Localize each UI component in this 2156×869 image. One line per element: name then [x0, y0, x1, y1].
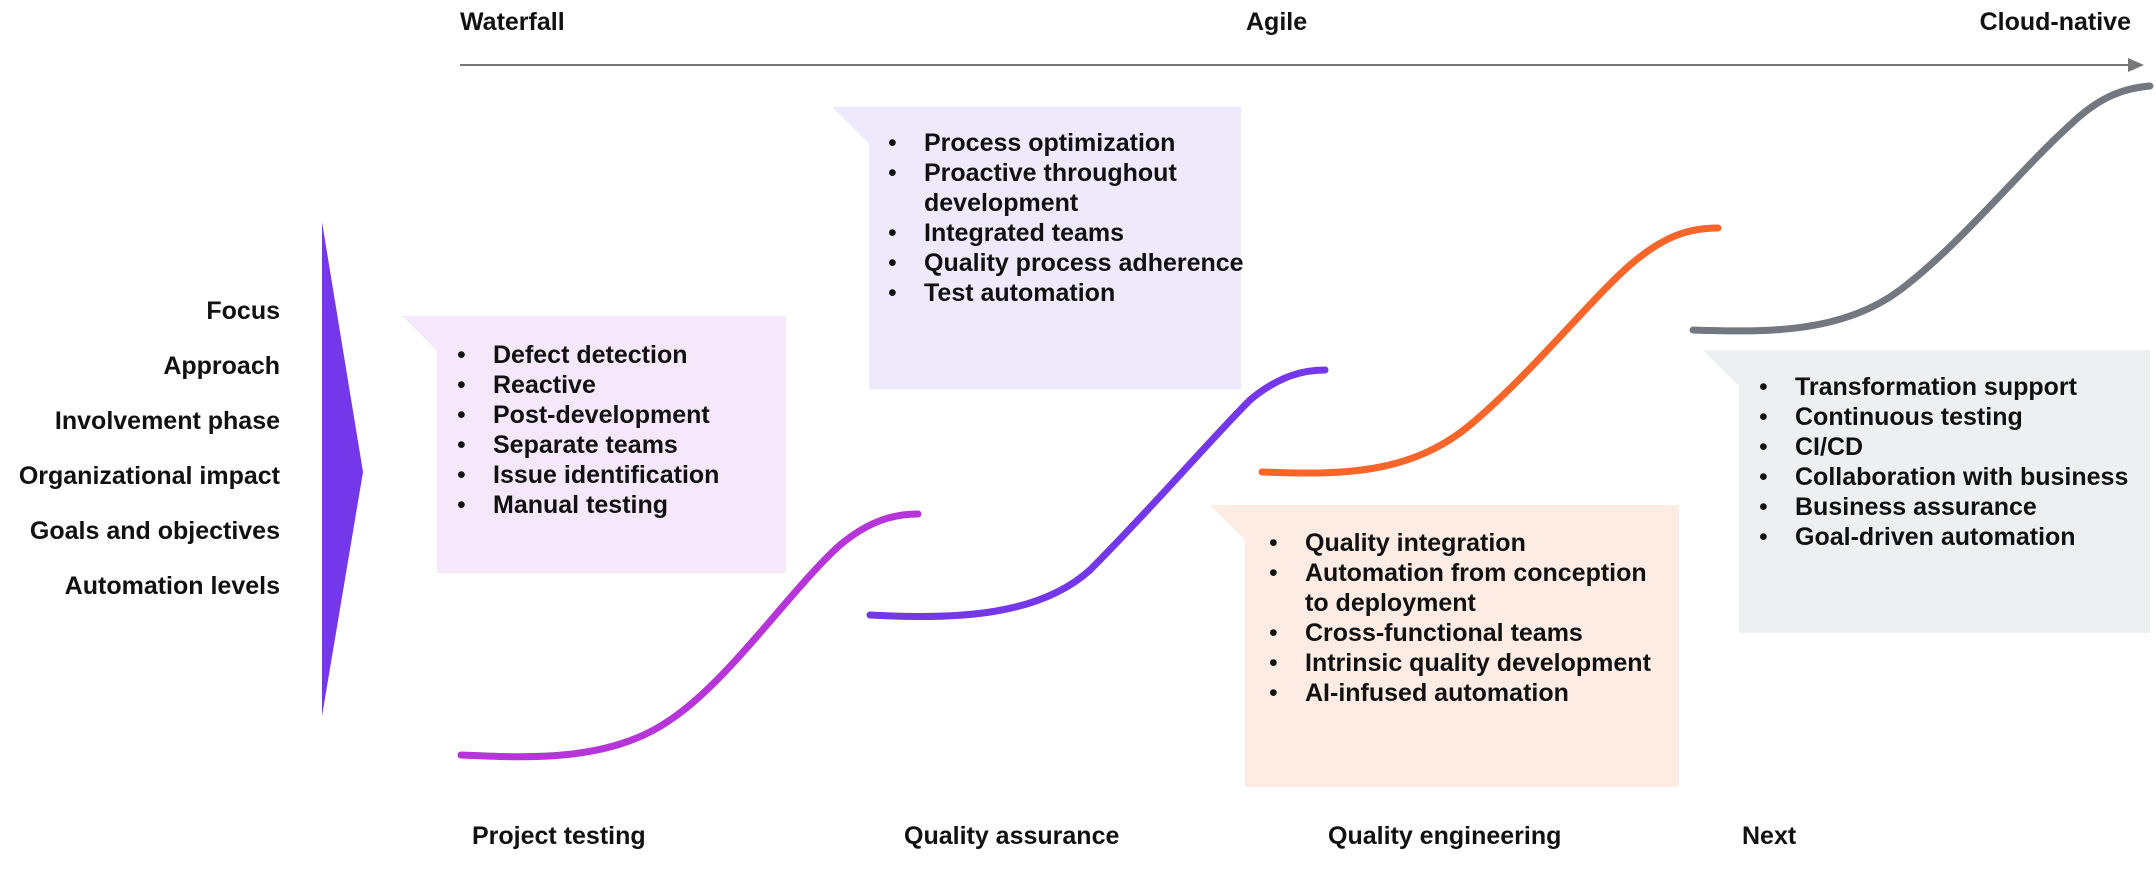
- dimension-involvement-phase: Involvement phase: [54, 407, 280, 435]
- era-label-agile: Agile: [1246, 8, 1308, 36]
- stage-label-quality-engineering: Quality engineering: [1328, 822, 1562, 850]
- list-item: Process optimization: [888, 128, 1258, 158]
- curve-quality-engineering: [1258, 224, 1722, 477]
- list-item: Test automation: [888, 278, 1258, 308]
- curve-next: [1689, 82, 2154, 335]
- curve-quality-assurance: [866, 366, 1329, 621]
- dimension-goals-and-objectives: Goals and objectives: [29, 517, 280, 545]
- list-item: Transformation support: [1759, 372, 2154, 402]
- dimensions-wedge: [322, 222, 363, 716]
- stage-label-project-testing: Project testing: [472, 822, 646, 850]
- box-list-next: Transformation support Continuous testin…: [1759, 372, 2154, 552]
- dimension-automation-levels: Automation levels: [64, 572, 280, 600]
- era-label-waterfall: Waterfall: [460, 8, 565, 36]
- list-item: Automation from conception to deployment: [1269, 558, 1675, 618]
- list-item: Integrated teams: [888, 218, 1258, 248]
- dimension-approach: Approach: [163, 352, 280, 380]
- list-item: Separate teams: [457, 430, 787, 460]
- list-item: AI-infused automation: [1269, 678, 1669, 708]
- box-list-quality-engineering: Quality integration Automation from conc…: [1269, 528, 1669, 708]
- list-item: Quality process adherence: [888, 248, 1258, 278]
- list-item: CI/CD: [1759, 432, 2154, 462]
- stage-label-next: Next: [1742, 822, 1797, 850]
- stage-label-quality-assurance: Quality assurance: [904, 822, 1120, 850]
- dimension-focus: Focus: [206, 297, 280, 325]
- list-item: Goal-driven automation: [1759, 522, 2154, 552]
- timeline-arrowhead: [2128, 58, 2144, 72]
- list-item: Defect detection: [457, 340, 787, 370]
- list-item: Cross-functional teams: [1269, 618, 1669, 648]
- box-list-quality-assurance: Process optimization Proactive throughou…: [888, 128, 1258, 308]
- curve-project-testing: [457, 510, 922, 761]
- list-item: Reactive: [457, 370, 787, 400]
- list-item: Post-development: [457, 400, 787, 430]
- list-item: Continuous testing: [1759, 402, 2154, 432]
- box-list-project-testing: Defect detection Reactive Post-developme…: [457, 340, 787, 520]
- dimension-organizational-impact: Organizational impact: [18, 462, 280, 490]
- list-item: Quality integration: [1269, 528, 1669, 558]
- list-item: Business assurance: [1759, 492, 2154, 522]
- list-item: Intrinsic quality development: [1269, 648, 1669, 678]
- list-item: Manual testing: [457, 490, 787, 520]
- era-label-cloud-native: Cloud-native: [1979, 8, 2131, 36]
- list-item: Issue identification: [457, 460, 787, 490]
- list-item: Collaboration with business: [1759, 462, 2154, 492]
- list-item: Proactive throughout development: [888, 158, 1214, 218]
